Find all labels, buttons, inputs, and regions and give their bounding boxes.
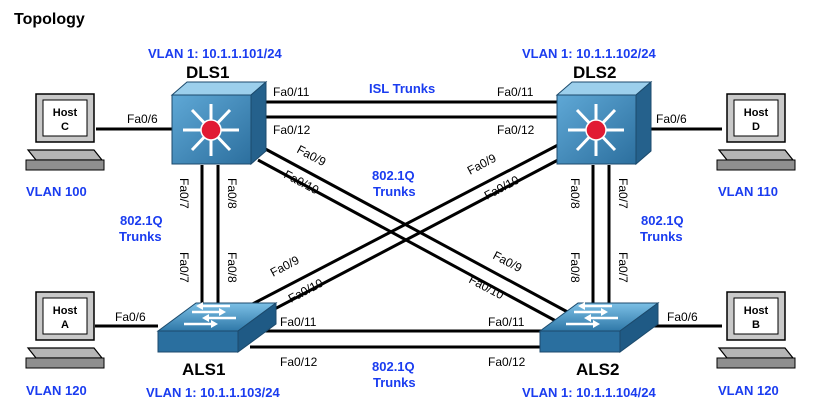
link-dls2-als1-fa09	[236, 143, 559, 314]
trunk-label-bottom-line1: 802.1Q	[372, 359, 415, 374]
host-c-pc[interactable]	[25, 93, 105, 171]
trunk-label-right-line2: Trunks	[640, 229, 683, 244]
trunk-label-right-line1: 802.1Q	[641, 213, 684, 228]
link-dls1-als2-fa010	[257, 158, 568, 329]
port-label-dls2-fa012: Fa0/12	[497, 123, 535, 137]
keyboard-icon	[26, 347, 104, 359]
dls1-switch[interactable]	[170, 80, 268, 166]
link-dls1-als2-fa09	[257, 143, 576, 318]
trunk-label-isl: ISL Trunks	[369, 81, 435, 96]
host-d-label-line2: D	[752, 121, 760, 133]
port-label-dls2-fa08: Fa0/8	[568, 178, 582, 209]
port-label-als2-fa011: Fa0/11	[488, 315, 525, 329]
host-a-vlan: VLAN 120	[26, 383, 87, 398]
host-d-label-line1: Host	[744, 107, 769, 119]
port-label-als2-fa012: Fa0/12	[488, 355, 526, 369]
port-label-als1-fa010: Fa0/10	[286, 276, 326, 306]
host-a-pc[interactable]	[25, 291, 105, 369]
als2-name: ALS2	[576, 360, 619, 379]
als2-vlan: VLAN 1: 10.1.1.104/24	[522, 385, 656, 400]
keyboard-icon	[717, 149, 795, 161]
port-label-dls2-fa010: Fa0/10	[482, 173, 522, 203]
keyboard-icon	[26, 149, 104, 161]
port-label-dls1-fa010: Fa0/10	[282, 167, 322, 197]
dls1-vlan: VLAN 1: 10.1.1.101/24	[148, 46, 282, 61]
host-c-label-line2: C	[61, 121, 69, 133]
port-label-als2-fa09: Fa0/9	[491, 248, 525, 275]
dls2-vlan: VLAN 1: 10.1.1.102/24	[522, 46, 656, 61]
host-b-label-line2: B	[752, 319, 760, 331]
switch-arrows-icon	[184, 302, 236, 328]
port-label-als2-fa08: Fa0/8	[568, 252, 582, 283]
link-dls2-als1-fa010	[245, 158, 559, 326]
port-label-dls2-fa07: Fa0/7	[616, 178, 630, 209]
trunk-label-center-line2: Trunks	[373, 184, 416, 199]
port-label-dls2-fa011: Fa0/11	[497, 85, 534, 99]
keyboard-icon	[717, 347, 795, 359]
status-led-icon	[585, 119, 607, 141]
port-label-dls2-fa09: Fa0/9	[465, 151, 499, 178]
host-c-vlan: VLAN 100	[26, 184, 87, 199]
port-label-als1-fa012: Fa0/12	[280, 355, 318, 369]
als2-switch[interactable]	[538, 302, 660, 353]
trunk-label-left-line2: Trunks	[119, 229, 162, 244]
links	[95, 100, 722, 349]
port-label-dls1-fa09: Fa0/9	[295, 142, 329, 169]
trunk-label-bottom-line2: Trunks	[373, 375, 416, 390]
als1-switch[interactable]	[156, 302, 278, 353]
host-a-label-line2: A	[61, 319, 69, 331]
port-label-hostc: Fa0/6	[127, 112, 158, 126]
host-b-vlan: VLAN 120	[718, 383, 779, 398]
port-label-als2-fa07: Fa0/7	[616, 252, 630, 283]
trunk-label-center-line1: 802.1Q	[372, 168, 415, 183]
trunk-label-left-line1: 802.1Q	[120, 213, 163, 228]
host-c-label-line1: Host	[53, 107, 78, 119]
port-label-hosta: Fa0/6	[115, 310, 146, 324]
port-label-dls1-fa012: Fa0/12	[273, 123, 311, 137]
port-label-dls1-fa011: Fa0/11	[273, 85, 310, 99]
port-label-dls1-fa07: Fa0/7	[177, 178, 191, 209]
dls2-name: DLS2	[573, 63, 616, 82]
port-label-als1-fa09: Fa0/9	[268, 253, 302, 280]
host-d-pc[interactable]	[716, 93, 796, 171]
port-label-als1-fa011: Fa0/11	[280, 315, 317, 329]
switch-arrows-icon	[566, 302, 618, 328]
port-label-hostb: Fa0/6	[667, 310, 698, 324]
port-label-als1-fa08: Fa0/8	[225, 252, 239, 283]
host-b-pc[interactable]	[716, 291, 796, 369]
dls1-name: DLS1	[186, 63, 229, 82]
port-label-dls1-fa08: Fa0/8	[225, 178, 239, 209]
host-b-label-line1: Host	[744, 305, 769, 317]
port-label-als1-fa07: Fa0/7	[177, 252, 191, 283]
als1-name: ALS1	[182, 360, 225, 379]
dls2-switch[interactable]	[555, 80, 653, 166]
port-label-hostd: Fa0/6	[656, 112, 687, 126]
host-d-vlan: VLAN 110	[718, 184, 778, 199]
host-a-label-line1: Host	[53, 305, 78, 317]
diagram-title: Topology	[14, 11, 85, 28]
status-led-icon	[200, 119, 222, 141]
als1-vlan: VLAN 1: 10.1.1.103/24	[146, 385, 280, 400]
